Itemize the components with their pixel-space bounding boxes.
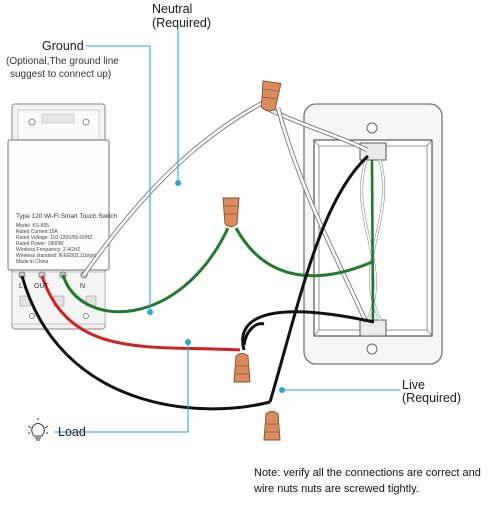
wall-outlet-box	[303, 103, 443, 365]
wire-nut-load	[233, 353, 251, 383]
callout-dots	[147, 180, 285, 393]
switch-label-made-in: Made in China	[16, 259, 49, 265]
load-wire	[40, 275, 241, 352]
switch-label-voltage: Rated Voltage: 110-120V/50-60HZ	[16, 235, 93, 241]
live-label: Live	[402, 378, 425, 392]
switch-label-current: Rated Current:15A	[16, 229, 58, 235]
ground-label: Ground	[42, 39, 84, 53]
terminal-out-label: OUT	[34, 283, 49, 290]
neutral-wire	[82, 98, 270, 277]
load-label: Load	[58, 425, 86, 439]
ground-optional-note-line2: suggest to connect up)	[10, 69, 112, 80]
terminal-l-label: L	[19, 283, 23, 290]
live-required-note: (Required)	[402, 391, 462, 405]
ground-wire	[61, 227, 230, 314]
note-line1: Note: verify all the connections are cor…	[254, 467, 481, 479]
smart-switch-device	[7, 103, 110, 330]
wire-nut-live	[263, 411, 281, 441]
wire-nut-ground	[222, 197, 240, 227]
neutral-required-note: (Required)	[152, 16, 212, 30]
note-line2: wire nuts nuts are screwed tightly.	[254, 483, 419, 495]
callout-leaders	[54, 30, 400, 433]
lightbulb-icon	[27, 418, 49, 441]
terminal-n-label: N	[80, 283, 86, 290]
switch-label-frequency: Wireless Frequency: 2.4GHZ	[16, 247, 81, 253]
switch-label-standard: Wireless standard: IEEE802.11b/g/n	[16, 253, 97, 259]
switch-label-title: Type 120 Wi-Fi Smart Touch Switch	[16, 213, 118, 220]
switch-label-model: Model: KS-605	[16, 223, 50, 229]
live-wire	[20, 275, 271, 411]
ground-optional-note-line1: (Optional,The ground line	[6, 56, 119, 67]
switch-label-power: Rated Power: 1800W	[16, 241, 64, 247]
neutral-label: Neutral	[152, 2, 193, 16]
wire-nut-neutral	[260, 80, 282, 112]
